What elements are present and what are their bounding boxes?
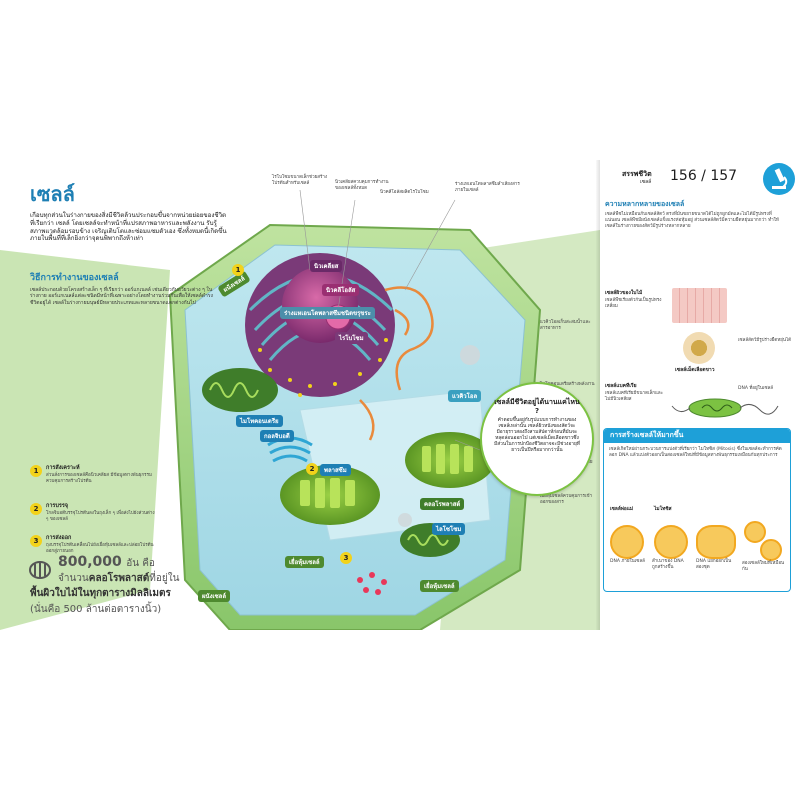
white-blood-cell-image	[683, 332, 715, 364]
page-title: เซลล์	[30, 182, 75, 206]
label-lysosome: ไลโซโซม	[432, 523, 466, 535]
cell-split	[696, 525, 736, 559]
diagram-marker: 1	[232, 264, 244, 276]
callout-nucleolus: นิวคลีโอลัสผลิตไรโบโซม	[380, 190, 429, 195]
microscope-icon	[763, 163, 795, 195]
callout-membrane: เยื่อหุ้มเซลล์ควบคุมการเข้าออกของสาร	[540, 494, 593, 505]
step-title: การบรรจุ	[46, 503, 68, 509]
right-page: สรรพชีวิต เซลล์ 156 / 157 ความหลากหลายขอ…	[600, 160, 800, 630]
chloroplast-1	[280, 465, 380, 525]
section-name: สรรพชีวิต	[622, 170, 652, 178]
chloroplast-icon	[29, 561, 51, 579]
dna-label: DNA ที่อยู่ในเซลล์	[738, 386, 774, 391]
mitosis-step-title: เซลล์พ่อแม่	[610, 507, 634, 512]
callout-er: ร่างแหเอนโดพลาสซึมลำเลียงสารภายในเซลล์	[455, 182, 520, 193]
cell-name: เซลล์ผิวของใบไม้	[605, 290, 643, 296]
label-plasma: พลาสซึม	[320, 464, 351, 476]
left-page: เซลล์ เกือบทุกส่วนในร่างกายของสิ่งมีชีวิ…	[0, 160, 600, 630]
vesicle	[398, 513, 412, 527]
stat-number: 800,000	[58, 554, 122, 570]
stat-text: ที่อยู่ใน	[149, 573, 180, 584]
cell-mitosis	[654, 525, 688, 559]
mitosis-step-title: ไมโทซิส	[654, 507, 672, 512]
build-title: การสร้างเซลล์ให้มากขึ้น	[610, 431, 684, 439]
cell-desc: เซลล์พืชเรียงตัวกันเป็นรูปทรงเหลี่ยม	[605, 298, 662, 309]
step-text: โกลจิบอดีบรรจุโปรตีนลงในถุงเล็ก ๆ เพื่อส…	[46, 511, 155, 522]
bubble-body: คำตอบขึ้นอยู่กับรูปแบบการทำงานของเซลล์เห…	[494, 418, 580, 453]
label-er: ร่างแหเอนโดพลาสซึมชนิดขรุขระ	[280, 307, 375, 319]
step-title: การสังเคราะห์	[46, 465, 80, 471]
label-nucleus: นิวเคลียส	[310, 260, 343, 272]
mitosis-step-desc: สองเซลล์ใหม่ที่เหมือนกัน	[742, 561, 785, 572]
neighbor-cell-left	[0, 250, 170, 630]
leaf-cell-image	[672, 288, 727, 323]
step-number: 1	[30, 465, 42, 477]
lysosome-dots	[357, 572, 387, 595]
label-wall-side: ผนังเซลล์	[198, 590, 231, 602]
step-text: ส่วนสั่งการของเซลล์คือนิวเคลียส มีข้อมูล…	[46, 473, 152, 484]
book-spread: เซลล์ เกือบทุกส่วนในร่างกายของสิ่งมีชีวิ…	[0, 160, 800, 630]
step-number: 2	[30, 503, 42, 515]
label-ribosome: ไรโบโซม	[335, 332, 368, 344]
diagram-marker: 3	[340, 552, 352, 564]
label-membrane: เยื่อหุ้มเซลล์	[420, 580, 459, 592]
chloroplast-2	[405, 432, 495, 488]
cell-daughter	[760, 539, 782, 561]
mitosis-step-desc: DNA แยกออกเป็นสองชุด	[696, 559, 732, 570]
bacteria-image	[671, 398, 779, 418]
callout-vacuole: แวคิวโอลเก็บสะสมน้ำและสารอาหาร	[540, 320, 591, 331]
label-cell-membrane: เยื่อหุ้มเซลล์	[285, 556, 324, 568]
build-title-bar	[604, 429, 790, 443]
ribosome-dots	[258, 338, 388, 397]
how-body: เซลล์ประกอบด้วยโครงสร้างเล็ก ๆ ที่เรียกว…	[30, 287, 213, 306]
label-chloroplast: คลอโรพลาสต์	[420, 498, 465, 510]
variety-title: ความหลากหลายของเซลล์	[605, 200, 685, 208]
step-text: ถุงบรรจุโปรตีนเคลื่อนไปยังเยื่อหุ้มเซลล์…	[46, 543, 154, 554]
label-nucleolus: นิวคลีโอลัส	[322, 284, 360, 296]
intro-text: เกือบทุกส่วนในร่างกายของสิ่งมีชีวิตล้วนป…	[30, 212, 227, 243]
cell-desc: เซลล์สัตว์มีรูปร่างยืดหยุ่นได้	[738, 338, 792, 343]
bubble-title: เซลล์มีชีวิตอยู่ได้นานแค่ไหน ?	[494, 398, 580, 415]
page-numbers: 156 / 157	[670, 168, 738, 184]
stat-line1: 800,000 อัน คือ	[58, 554, 155, 572]
smooth-er	[359, 286, 434, 441]
mitosis-step-desc: สำเนาของ DNA ถูกสร้างขึ้น	[652, 559, 684, 570]
cell-desc: เซลล์แบคทีเรียมีขนาดเล็กและไม่มีนิวเคลีย…	[605, 391, 664, 402]
cell-name: เซลล์เม็ดเลือดขาว	[675, 367, 715, 373]
stat-unit: อัน คือ	[126, 558, 155, 569]
label-mitochondria: ไมโทคอนเดรีย	[236, 415, 283, 427]
stat-line3: พื้นผิวใบไม้ในทุกตารางมิลลิเมตร	[30, 588, 171, 599]
subsection-name: เซลล์	[640, 179, 652, 185]
cell-parent	[610, 525, 644, 559]
cell-name: เซลล์แบคทีเรีย	[605, 383, 637, 389]
build-cells-section: การสร้างเซลล์ให้มากขึ้น เซลล์เกิดใหม่ผ่า…	[603, 428, 791, 592]
stat-text: จำนวน	[58, 573, 89, 584]
label-vacuole: แวคิวโอล	[448, 390, 482, 402]
label-golgi: กอลจิบอดี	[260, 430, 294, 442]
stat-line4: (นั่นคือ 500 ล้านต่อตารางนิ้ว)	[30, 604, 162, 615]
how-title: วิธีการทำงานของเซลล์	[30, 273, 119, 283]
build-body: เซลล์เกิดใหม่ผ่านกระบวนการแบ่งตัวที่เรีย…	[609, 447, 782, 458]
mitochondrion-1	[202, 368, 278, 412]
diagram-marker: 2	[306, 463, 318, 475]
cell-daughter	[744, 521, 766, 543]
callout-ribosome: ไรโบโซมขนาดเล็กช่วยสร้างโปรตีนสำหรับเซลล…	[272, 175, 328, 186]
variety-body: เซลล์พืชไม่เหมือนกับเซลล์สัตว์ ตรงที่มัน…	[605, 212, 779, 229]
step-number: 3	[30, 535, 42, 547]
stat-highlight: คลอโรพลาสต์	[88, 573, 150, 584]
callout-nucleus: นิวเคลียสควบคุมการทำงานของเซลล์ทั้งหมด	[335, 180, 389, 191]
stat-line2: จำนวนคลอโรพลาสต์ที่อยู่ใน	[58, 573, 179, 586]
step-title: การส่งออก	[46, 535, 72, 541]
lifespan-bubble: เซลล์มีชีวิตอยู่ได้นานแค่ไหน ? คำตอบขึ้น…	[480, 382, 594, 496]
mitosis-step-desc: DNA ภายในเซลล์	[610, 559, 645, 564]
vesicle	[460, 345, 480, 365]
